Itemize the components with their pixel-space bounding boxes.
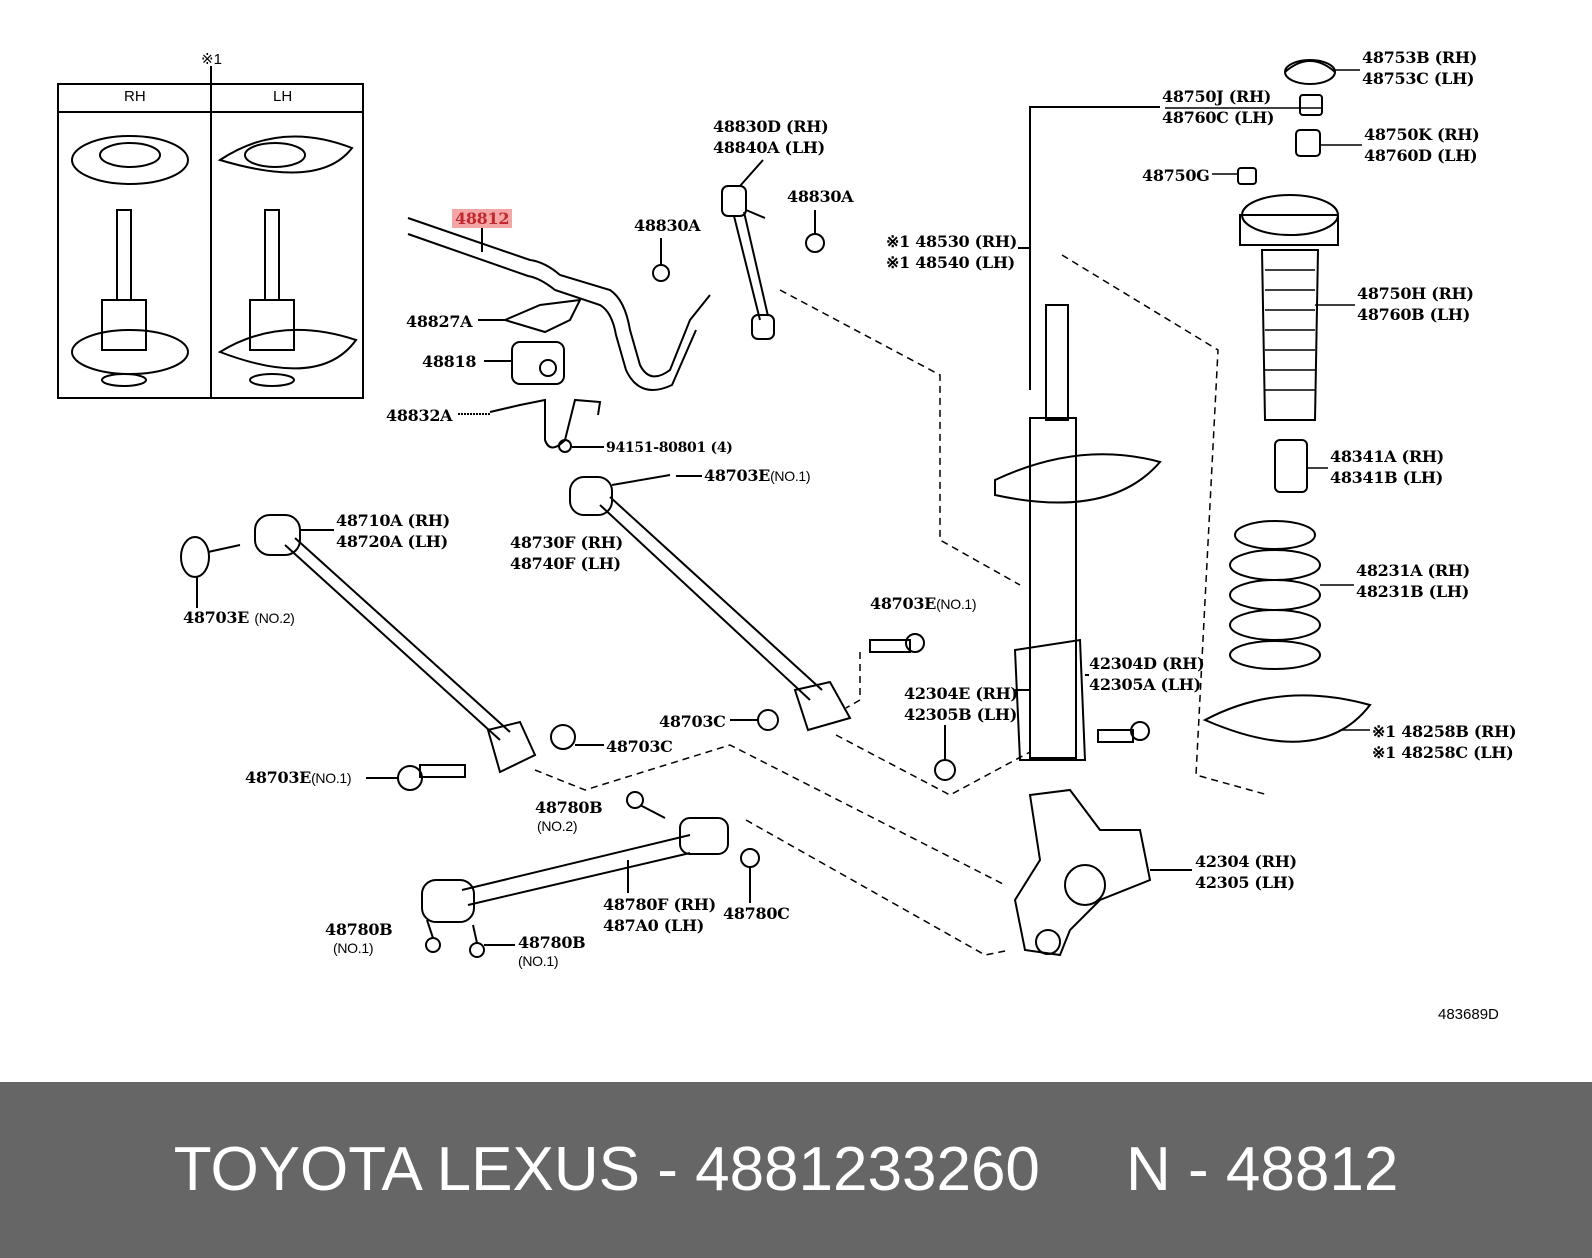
inset-header-lh: LH: [273, 88, 293, 105]
part-label-48827a[interactable]: 48827A: [406, 312, 473, 331]
diagram-drawing: [57, 59, 1372, 958]
part-label-48832a[interactable]: 48832A: [386, 406, 453, 425]
part-label-48703e-no1[interactable]: 48703E(NO.1): [704, 466, 811, 485]
part-label-48830a[interactable]: 48830A: [787, 187, 854, 206]
part-label-48530[interactable]: ※1 48530 (RH)※1 48540 (LH): [886, 232, 1017, 272]
bolts-icon: [366, 633, 1150, 958]
part-label-42304d[interactable]: 42304D (RH)42305A (LH): [1089, 654, 1205, 694]
part-label-48818[interactable]: 48818: [422, 352, 477, 371]
part-label-48703e-no1[interactable]: 48703E(NO.1): [245, 768, 352, 787]
part-label-48780f[interactable]: 48780F (RH)487A0 (LH): [603, 895, 716, 935]
nut-48830a-icon: [652, 210, 825, 282]
bushing-48818-icon: [484, 341, 565, 385]
upper-mount-parts-icon: [1202, 59, 1372, 743]
shock-absorber-icon: [994, 304, 1162, 761]
leader-lines: [1165, 69, 1370, 731]
inset-lh-strut-icon: [217, 135, 358, 387]
part-label-48703e-no2[interactable]: 48703E (NO.2): [183, 608, 295, 627]
lateral-link-48710a-icon: [180, 514, 537, 774]
part-label-48750h[interactable]: 48750H (RH)48760B (LH): [1357, 284, 1474, 324]
part-label-48703c[interactable]: 48703C: [659, 712, 726, 731]
lateral-link-48730f-icon: [569, 474, 852, 732]
inset-header-rh: RH: [124, 88, 146, 105]
part-label-48780b-no2[interactable]: 48780B(NO.2): [535, 798, 603, 834]
part-label-48780c[interactable]: 48780C: [723, 904, 790, 923]
part-label-48750k[interactable]: 48750K (RH)48760D (LH): [1364, 125, 1480, 165]
part-label-48750j[interactable]: 48750J (RH)48760C (LH): [1162, 87, 1275, 127]
bracket-48827a-icon: [478, 298, 582, 334]
part-label-48703c[interactable]: 48703C: [606, 737, 673, 756]
parts-diagram: ※1 RH LH 48812 48753B (RH)48753C (LH) 48…: [57, 48, 1517, 1023]
inset-box: [57, 66, 364, 399]
part-label-48753b[interactable]: 48753B (RH)48753C (LH): [1362, 48, 1478, 88]
part-label-48780b-no1[interactable]: 48780B(NO.1): [518, 933, 586, 969]
part-number-banner: TOYOTA LEXUS - 4881233260 N - 48812: [0, 1082, 1592, 1258]
part-label-48830a[interactable]: 48830A: [634, 216, 701, 235]
banner-text: TOYOTA LEXUS - 4881233260 N - 48812: [173, 1135, 1399, 1204]
part-label-48703e-no1[interactable]: 48703E(NO.1): [870, 594, 977, 613]
part-label-94151-80801[interactable]: 94151-80801 (4): [606, 440, 733, 456]
part-label-48730f[interactable]: 48730F (RH)48740F (LH): [510, 533, 623, 573]
lower-arm-48780f-icon: [421, 817, 760, 923]
part-label-48750g[interactable]: 48750G: [1142, 166, 1210, 185]
stabilizer-link-icon: [721, 159, 775, 340]
dashed-guides: [534, 254, 1269, 956]
knuckle-icon: [1013, 788, 1192, 957]
inset-rh-strut-icon: [71, 135, 189, 387]
part-label-48780b-no1[interactable]: 48780B(NO.1): [325, 920, 393, 956]
part-label-48231a[interactable]: 48231A (RH)48231B (LH): [1356, 561, 1470, 601]
part-label-42304e[interactable]: 42304E (RH)42305B (LH): [904, 684, 1018, 724]
bracket-48832a-icon: [458, 398, 604, 453]
part-label-48812-highlighted[interactable]: 48812: [452, 208, 513, 229]
stabilizer-bar-icon: [407, 217, 711, 391]
part-label-48341a[interactable]: 48341A (RH)48341B (LH): [1330, 447, 1444, 487]
inset-note: ※1: [201, 51, 222, 68]
part-label-48830d[interactable]: 48830D (RH)48840A (LH): [713, 117, 829, 157]
part-label-42304[interactable]: 42304 (RH)42305 (LH): [1195, 852, 1297, 892]
diagram-reference-number: 483689D: [1438, 1006, 1499, 1023]
part-label-48710a[interactable]: 48710A (RH)48720A (LH): [336, 511, 450, 551]
part-label-48258b[interactable]: ※1 48258B (RH)※1 48258C (LH): [1372, 722, 1517, 762]
leader-48750j: [1029, 106, 1160, 390]
